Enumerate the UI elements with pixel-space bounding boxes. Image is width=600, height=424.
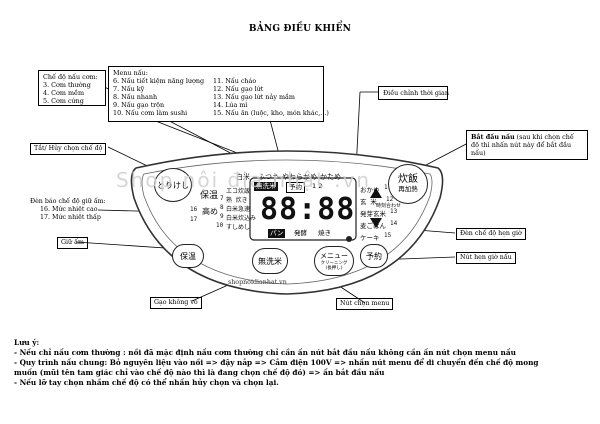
mode-number: 8: [220, 204, 224, 211]
rinse-free-button[interactable]: 無洗米: [252, 248, 288, 274]
start-cooking-button-label: 炊飯: [398, 174, 418, 185]
time-set-note: 時刻合わせ: [376, 203, 402, 209]
rice-mode-box: Chế độ nấu cơm: 3. Cơm thường 4. Cơm mềm…: [38, 70, 106, 106]
notes-heading: Lưu ý:: [14, 338, 40, 347]
time-arrows: [370, 188, 382, 228]
menu-right-label: 発芽玄米: [360, 210, 386, 218]
cancel-label: Tắt/ Hủy chọn chế độ: [30, 143, 107, 156]
menu-item: 15. Nấu ăn (luộc, kho, món khác,...): [213, 109, 329, 117]
ferment-badge: 発酵: [292, 229, 309, 238]
rinse-free-badge: 無洗米: [254, 182, 278, 191]
timer-indicator-light: [346, 236, 352, 242]
cancel-button[interactable]: とりけし: [154, 168, 192, 202]
start-cooking-title: Bắt đầu nấu: [471, 133, 515, 141]
mode-left-label: 白米急速: [226, 206, 251, 213]
menu-item: 13. Nấu gạo lứt nảy mầm: [213, 93, 295, 101]
rice-mode-heading: Chế độ nấu cơm:: [43, 73, 98, 81]
menu-item: 9. Nấu gạo trộn: [113, 101, 165, 109]
down-arrow-icon[interactable]: [370, 218, 382, 228]
menu-right-label: 麦ごはん: [360, 222, 386, 230]
rice-mode-line: 5. Cơm cứng: [43, 97, 84, 105]
menu-right-number: 14: [390, 220, 398, 227]
time-adjust-label: Điều chỉnh thời gian: [383, 89, 449, 97]
timer-button[interactable]: 予約: [360, 244, 388, 268]
menu-right-label: おかゆ: [360, 186, 380, 194]
time-display: 88:88: [260, 192, 356, 227]
top-label: 白米: [236, 173, 250, 181]
high-left-label: 高め: [202, 207, 218, 216]
menu-right-number: 13: [390, 208, 398, 215]
menu-button-label: メニュー: [320, 251, 348, 260]
keep-warm-button[interactable]: 保温: [172, 244, 204, 268]
menu-item: 11. Nấu cháo: [213, 77, 257, 85]
rinse-free-button-label: 無洗米: [258, 256, 282, 266]
start-cooking-box: Bắt đầu nấu (sau khi chọn chế độ thì nhấ…: [466, 130, 588, 160]
start-cooking-button[interactable]: 炊飯 再加熱: [388, 164, 428, 204]
shop-url: shopnoidianhat.vn: [228, 279, 287, 286]
mode-number: 10: [216, 222, 224, 229]
menu-item: 12. Nấu gạo lứt: [213, 85, 264, 93]
mode-number: 7: [220, 195, 224, 202]
bake-badge: 焼き: [316, 229, 333, 238]
mode-left-label: 白米炊込み: [226, 215, 257, 222]
menu-item: 6. Nấu tiết kiệm năng lượng: [113, 77, 205, 85]
mode-left-label: エコ炊飯: [226, 188, 251, 195]
menu-button-hold: (長押し): [325, 265, 343, 271]
timer-button-label: Nút hẹn giờ nấu: [456, 252, 516, 265]
up-arrow-icon[interactable]: [370, 188, 382, 198]
mode-number: 9: [220, 213, 224, 220]
note-line: - Nếu lỡ tay chọn nhầm chế độ có thể nhấ…: [14, 378, 279, 388]
top-label: やわらかめ: [282, 173, 317, 181]
note-line: - Quy trình nấu chung: Bỏ nguyên liệu và…: [14, 358, 539, 368]
menu-right-label: ケーキ: [360, 234, 380, 242]
warm-indicator-heading: Đèn báo chế độ giữ ấm:: [30, 198, 106, 205]
timer-light-label: Đèn chế độ hẹn giờ: [456, 228, 526, 241]
menu-button-cleaning: クリーニング: [320, 260, 348, 266]
timer-badge-numbers: 1 2: [310, 182, 325, 191]
notes: Lưu ý: - Nếu chỉ nấu cơm thường : nồi đã…: [14, 338, 594, 388]
timer-button-label: 予約: [366, 251, 382, 261]
warm-left-label: 保温: [200, 191, 219, 201]
menu-item: 10. Nấu cơm làm sushi: [113, 109, 188, 117]
rinse-free-label: Gạo không vo: [150, 297, 202, 310]
rice-mode-line: 3. Cơm thường: [43, 81, 91, 89]
warm-mark: 17: [190, 216, 198, 223]
mode-left-label: 熟 炊き: [226, 197, 248, 204]
top-label: かため: [320, 173, 341, 181]
menu-button[interactable]: メニュー クリーニング (長押し): [314, 246, 354, 276]
menu-right-number: 11: [384, 184, 391, 191]
rice-mode-line: 4. Cơm mềm: [43, 89, 85, 97]
cooking-menu-box: Menu nấu: 6. Nấu tiết kiệm năng lượng 7.…: [108, 66, 329, 122]
keep-warm-button-label: 保温: [180, 251, 196, 261]
time-adjust-box: Điều chỉnh thời gian: [378, 86, 449, 100]
control-panel: 白米 ふつう やわらかめ かため 保温 高め エコ炊飯 熟 炊き 白米急速 白米…: [128, 140, 446, 296]
menu-right-label: 玄 米: [360, 198, 377, 206]
keep-warm-label: Giữ ấm: [57, 237, 88, 250]
top-label: ふつう: [258, 173, 279, 181]
menu-item: 14. Lúa mì: [213, 101, 248, 109]
reheat-label: 再加熱: [398, 185, 418, 193]
warm-mark: 16: [190, 206, 198, 213]
mode-left-label: すしめし: [226, 224, 251, 231]
menu-button-label: Nút chọn menu: [336, 298, 394, 311]
cooking-menu-heading: Menu nấu:: [113, 69, 148, 77]
page-title: BẢNG ĐIỀU KHIỂN: [248, 24, 352, 34]
menu-item: 7. Nấu kỹ: [113, 85, 145, 93]
bread-badge: パン: [268, 229, 286, 238]
warm-indicator-line: 16. Mức nhiệt cao: [40, 206, 98, 213]
warm-indicator-line: 17. Mức nhiệt thấp: [40, 214, 101, 221]
note-line: muốn (mũi tên tam giác chỉ vào chế độ nà…: [14, 368, 385, 378]
note-line: - Nếu chỉ nấu cơm thường : nồi đã mặc đị…: [14, 348, 516, 358]
menu-item: 8. Nấu nhanh: [113, 93, 158, 101]
menu-right-number: 15: [384, 232, 392, 239]
menu-right-number: 12: [386, 196, 394, 203]
start-cooking-desc: (sau khi chọn chế độ thì nhấn nút này để…: [471, 133, 574, 157]
cancel-button-label: とりけし: [157, 180, 189, 190]
watermark: Shop nội địa nhật .vn: [116, 168, 372, 192]
timer-badge: 予約: [286, 182, 305, 193]
